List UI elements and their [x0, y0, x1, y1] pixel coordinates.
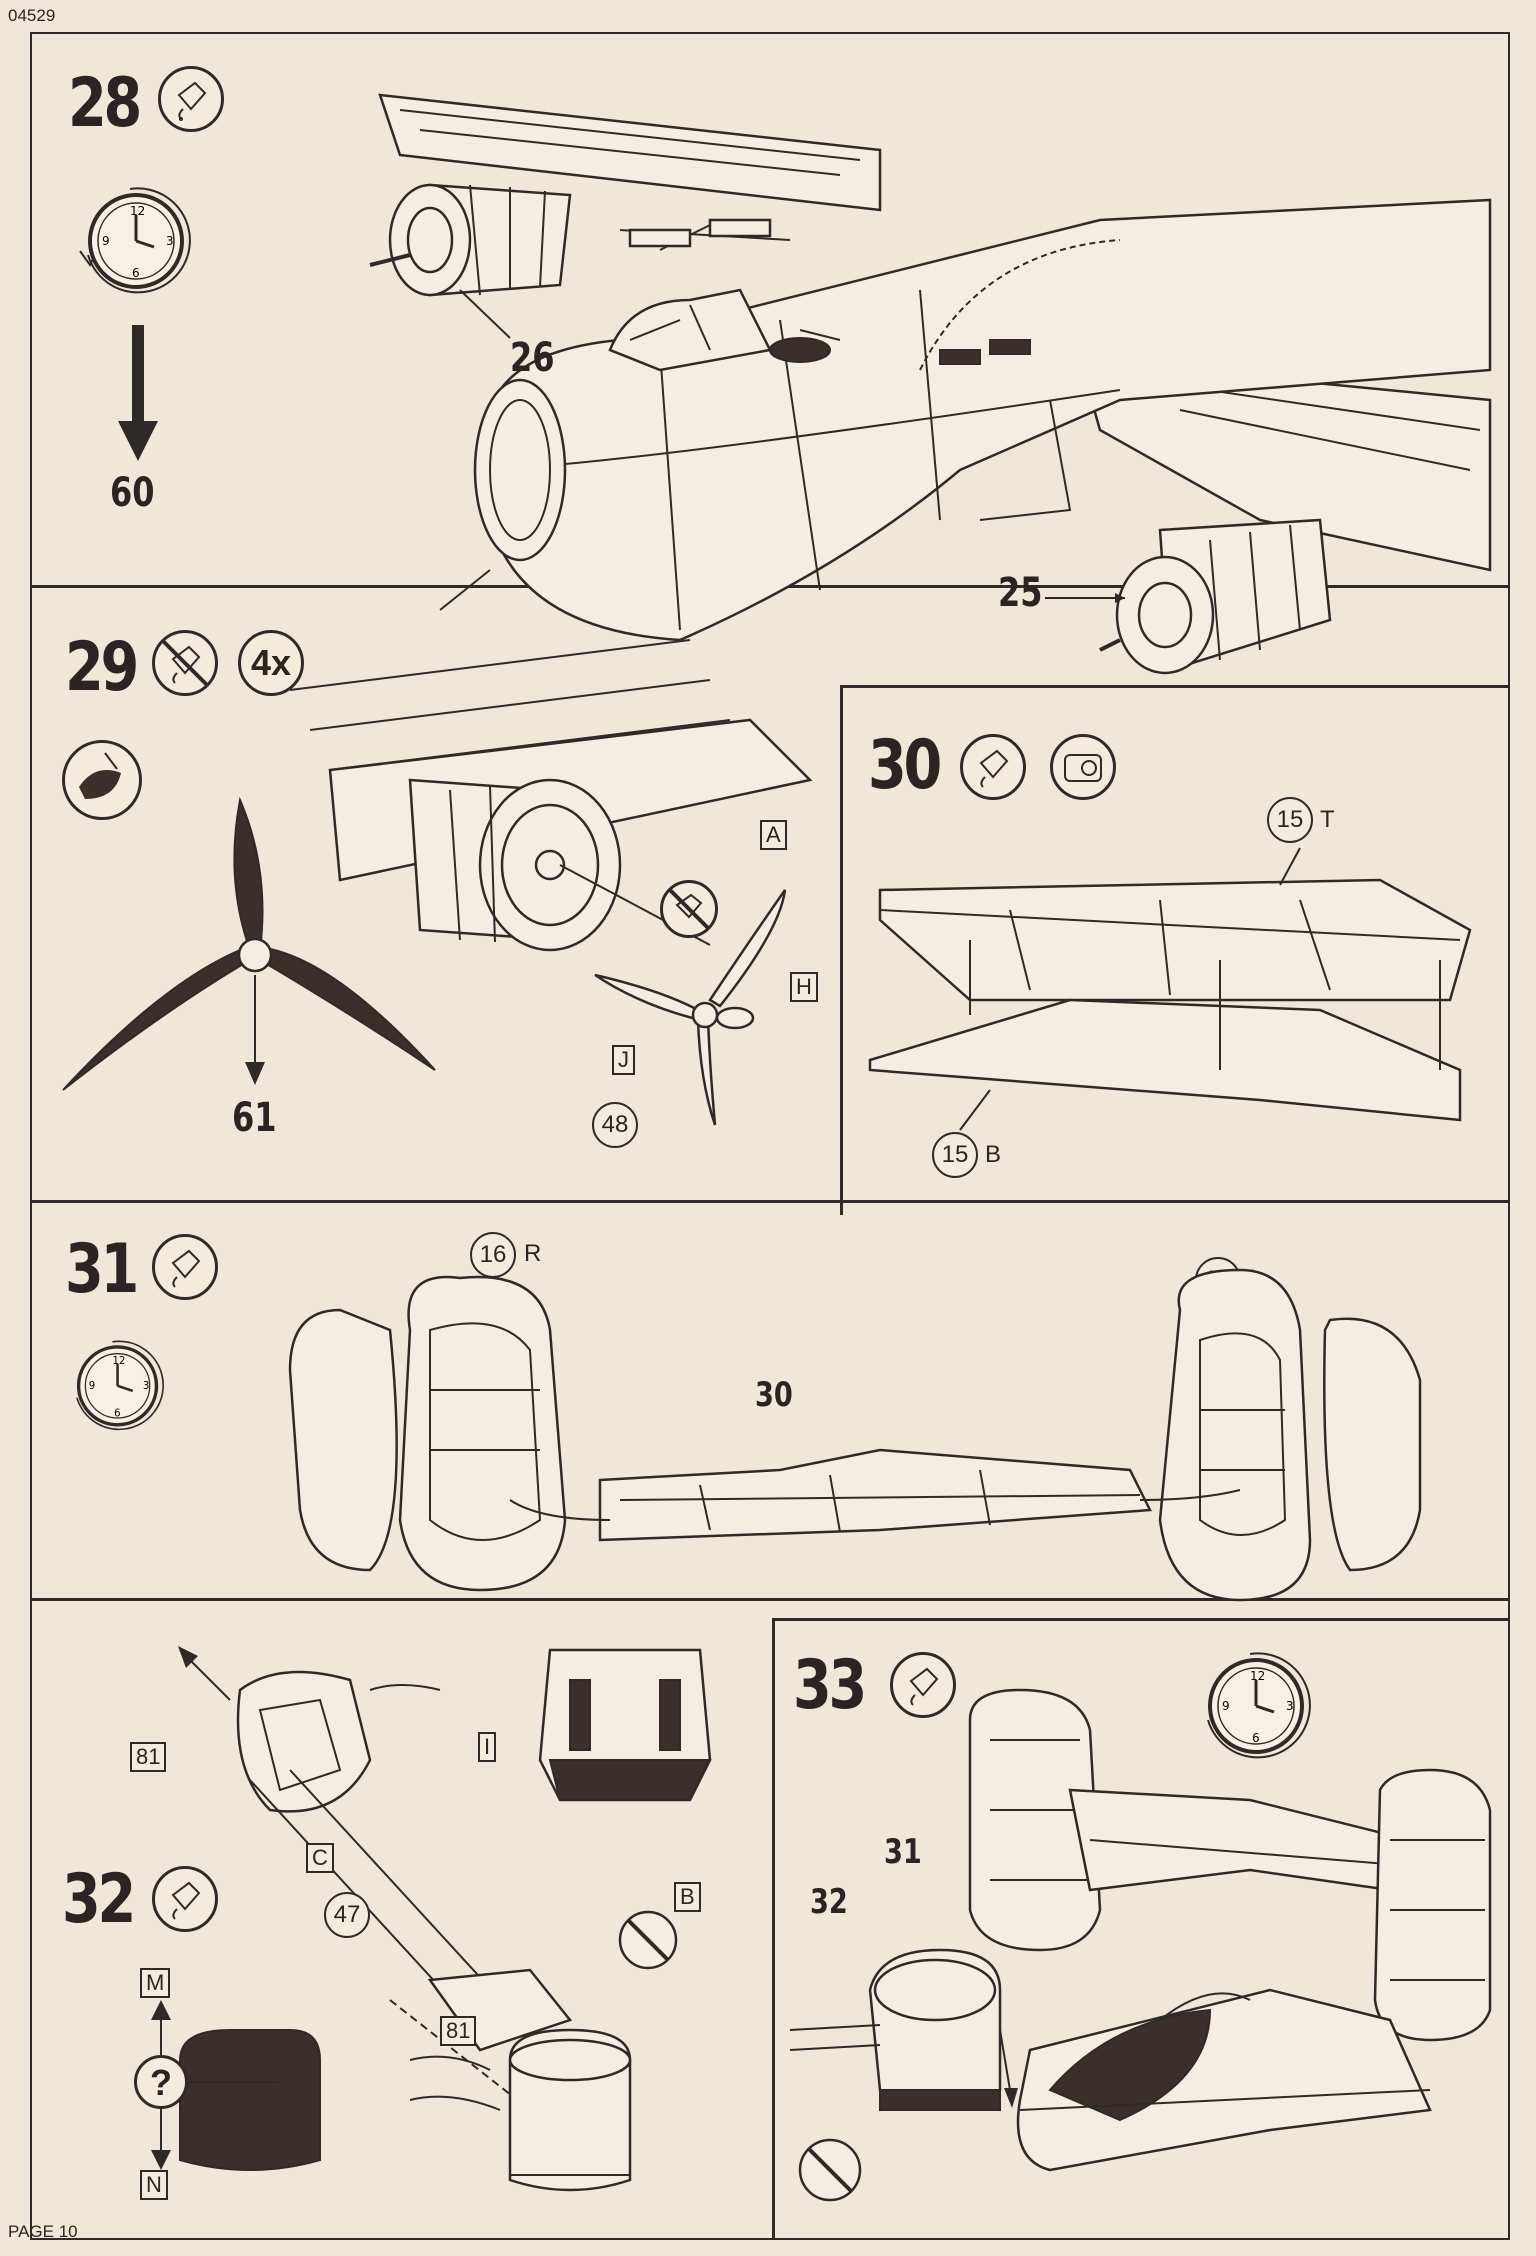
divider-31	[30, 1598, 1510, 1601]
svg-text:3: 3	[166, 234, 174, 248]
part-label-b: B	[674, 1882, 701, 1912]
ref-assembly-32: 32	[810, 1882, 848, 1922]
part-suffix-top: T	[1320, 806, 1335, 833]
leader-26	[459, 289, 511, 339]
glue-tube-icon	[152, 1234, 218, 1300]
part-label-15-bottom: 15	[932, 1132, 978, 1178]
part-label-n: N	[140, 2170, 168, 2200]
part-label-47: 47	[324, 1892, 370, 1938]
svg-text:6: 6	[1252, 1731, 1260, 1745]
arrow-down-icon	[118, 325, 158, 461]
propeller-dark	[62, 796, 436, 1091]
svg-text:12: 12	[1250, 1669, 1265, 1683]
propeller-outline	[594, 889, 787, 1126]
engine-nacelle-26	[369, 183, 572, 297]
goto-step-61: 61	[232, 1095, 277, 1141]
divider-33-top	[772, 1618, 1510, 1621]
rear-fuselage-assembly	[789, 1688, 1492, 2202]
part-label-81b: 81	[440, 2016, 477, 2046]
instruction-frame	[30, 32, 1510, 2240]
part-label-a: A	[760, 820, 787, 850]
step-number: 28	[68, 64, 142, 143]
glue-tube-icon	[158, 66, 224, 132]
question-badge: ?	[134, 2055, 188, 2109]
part-label-15-top: 15	[1267, 797, 1313, 843]
engine-nacelle-25	[1099, 518, 1332, 675]
svg-text:9: 9	[102, 234, 110, 248]
leader-25	[1045, 593, 1125, 603]
part-label-m: M	[140, 1968, 171, 1998]
divider-29-30	[840, 685, 843, 1215]
part-label-25: 25	[998, 570, 1043, 616]
part-label-c: C	[306, 1843, 334, 1873]
step-number: 32	[62, 1860, 136, 1939]
paint-icon	[62, 740, 142, 820]
divider-32-33	[772, 1618, 775, 2240]
multiplier-badge: 4x	[238, 630, 304, 696]
svg-text:12: 12	[130, 204, 145, 218]
ref-assembly-30: 30	[755, 1375, 793, 1415]
wing-engine-detail	[289, 639, 813, 952]
tape-icon	[1050, 734, 1116, 800]
part-suffix-bottom: B	[985, 1141, 1002, 1168]
drying-clock-icon: 12 3 6 9	[60, 1330, 170, 1445]
part-label-i: I	[478, 1732, 497, 1762]
svg-text:6: 6	[114, 1408, 120, 1419]
part-label-26: 26	[510, 335, 555, 381]
goto-step-60: 60	[110, 470, 155, 516]
part-label-h: H	[790, 972, 818, 1002]
glue-tube-icon	[890, 1652, 956, 1718]
ref-assembly-31: 31	[884, 1832, 922, 1872]
part-label-81a: 81	[130, 1742, 167, 1772]
step-number: 29	[65, 628, 139, 707]
drying-clock-icon: 12 3 6 9	[1188, 1640, 1318, 1775]
drying-clock-icon: 12 3 6 9	[68, 175, 198, 310]
tail-turret-assembly	[178, 1646, 712, 2192]
tailplane-halves	[868, 847, 1472, 1131]
glue-tube-icon	[152, 1866, 218, 1932]
svg-text:9: 9	[1222, 1699, 1230, 1713]
document-code: 04529	[8, 6, 56, 25]
no-glue-icon	[660, 880, 718, 938]
divider-30-top	[840, 685, 1510, 688]
glue-tube-icon	[960, 734, 1026, 800]
tail-fins-assembly	[288, 1268, 1422, 1602]
part-suffix-r: R	[524, 1240, 542, 1267]
step-number: 30	[868, 726, 942, 805]
no-glue-icon	[152, 630, 218, 696]
fuselage-wing-assembly	[378, 93, 1492, 642]
step-number: 33	[793, 1646, 867, 1725]
svg-text:3: 3	[143, 1381, 149, 1392]
divider-29	[30, 1200, 1510, 1203]
question-leader	[188, 2081, 278, 2083]
svg-text:3: 3	[1286, 1699, 1294, 1713]
part-label-j: J	[612, 1045, 635, 1075]
part-label-48: 48	[592, 1102, 638, 1148]
page-label: PAGE 10	[8, 2222, 78, 2241]
svg-text:12: 12	[112, 1356, 125, 1367]
svg-text:6: 6	[132, 266, 140, 280]
step-number: 31	[65, 1230, 139, 1309]
svg-text:9: 9	[89, 1381, 95, 1392]
